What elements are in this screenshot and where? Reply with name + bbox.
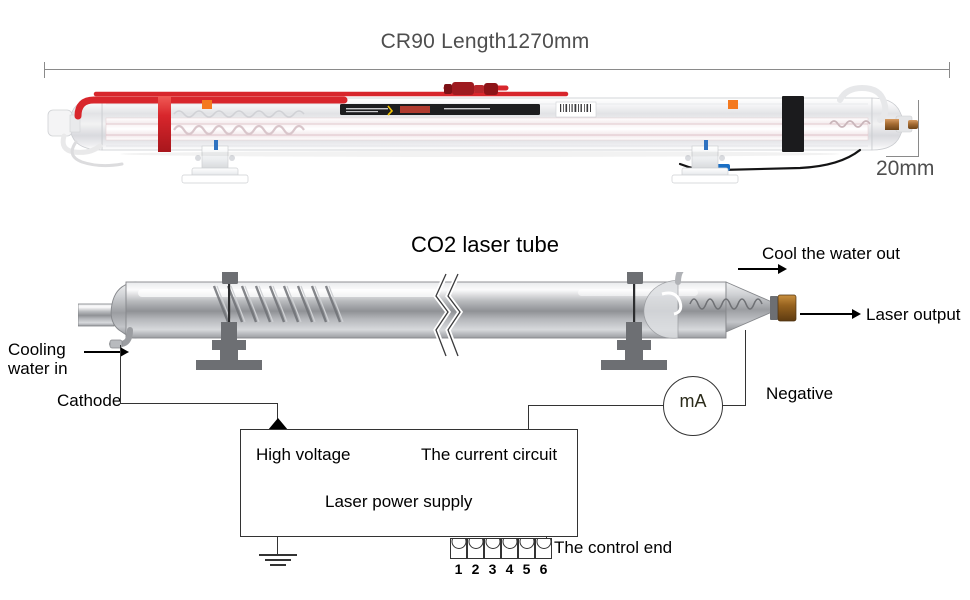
cool-water-out-label: Cool the water out (762, 244, 900, 263)
tube-mount-left (181, 140, 249, 184)
cooling-water-in-arrow-head (120, 347, 129, 357)
meter-wire-down-to-psu (528, 405, 530, 430)
control-pin-socket[interactable] (450, 538, 467, 559)
schematic-mount-right (601, 272, 667, 370)
diameter-dimension-hline (886, 156, 919, 157)
negative-wire-to-meter (722, 405, 746, 407)
control-pin-socket[interactable] (484, 538, 501, 559)
control-pin-number: 6 (539, 561, 548, 577)
tube-mount-right (671, 140, 739, 184)
control-pin-socket[interactable] (501, 538, 518, 559)
control-pin-circle (451, 539, 466, 549)
control-pin-number: 4 (505, 561, 514, 577)
control-end-label: The control end (554, 538, 673, 557)
photo-panel-title: CR90 Length1270mm (380, 30, 590, 53)
laser-power-supply-box (240, 429, 578, 537)
high-voltage-label: High voltage (256, 445, 351, 464)
ground-bar-2 (265, 559, 291, 561)
negative-leader-vertical (745, 330, 747, 406)
cool-water-out-arrow-head (778, 264, 787, 274)
control-pin-circle (536, 539, 551, 549)
dimension-tick-left (44, 62, 45, 78)
ground-bar-1 (259, 554, 297, 556)
diameter-dimension-vline (918, 100, 919, 156)
laser-tube-photo (40, 80, 920, 195)
cathode-label: Cathode (57, 391, 122, 410)
negative-label: Negative (766, 384, 834, 403)
current-meter-label: mA (679, 391, 707, 411)
laser-output-label: Laser output (866, 305, 961, 324)
psu-high-voltage-terminal (268, 418, 288, 430)
laser-tube-photo-svg (47, 82, 918, 184)
cathode-leader-vertical (120, 345, 122, 403)
cathode-wire-to-terminal (277, 403, 279, 421)
power-supply-name-label: Laser power supply (325, 492, 473, 511)
schematic-mount-left (196, 272, 262, 370)
cool-water-out-arrow-line (738, 268, 780, 270)
control-pin-number: 5 (522, 561, 531, 577)
control-end-connector (450, 538, 552, 559)
control-pin-socket[interactable] (467, 538, 484, 559)
dimension-tick-right (949, 62, 950, 78)
control-pin-circle (502, 539, 517, 549)
cooling-water-in-arrow-line (84, 351, 122, 353)
cooling-water-in-line1: Cooling (8, 340, 66, 359)
control-pin-number: 3 (488, 561, 497, 577)
control-pin-circle (468, 539, 483, 549)
current-circuit-label: The current circuit (421, 445, 558, 464)
control-pin-circle (519, 539, 534, 549)
meter-wire-horizontal (528, 405, 664, 407)
schematic-tube-svg (78, 272, 797, 370)
cathode-wire-horizontal (120, 403, 278, 405)
ground-stem (277, 537, 279, 554)
control-pin-circle (485, 539, 500, 549)
laser-output-arrow-line (800, 313, 854, 315)
length-dimension-line (44, 69, 950, 70)
laser-output-arrow-head (852, 309, 861, 319)
cooling-water-in-line2: water in (8, 359, 68, 378)
diameter-dimension-label: 20mm (876, 157, 935, 180)
schematic-tube (78, 272, 818, 392)
schematic-title: CO2 laser tube (411, 232, 559, 257)
ground-bar-3 (270, 564, 286, 566)
control-pin-socket[interactable] (518, 538, 535, 559)
current-meter (663, 376, 723, 436)
control-pin-number: 1 (454, 561, 463, 577)
cooling-water-in-label: Cooling water in (8, 340, 68, 378)
control-pin-socket[interactable] (535, 538, 552, 559)
control-pin-number: 2 (471, 561, 480, 577)
